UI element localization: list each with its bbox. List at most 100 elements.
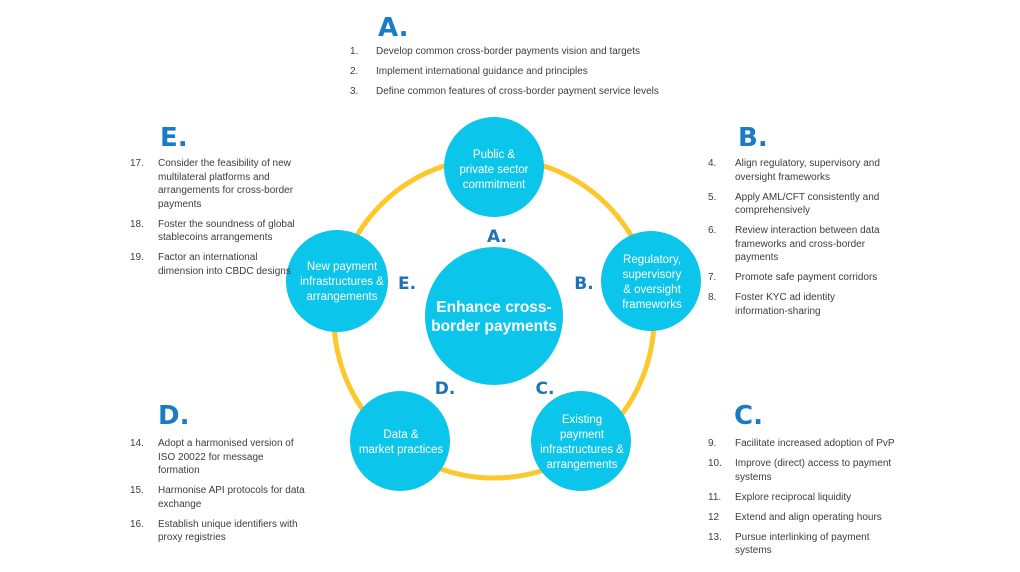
node-a-line: commitment	[463, 179, 526, 191]
node-c-letter: C.	[536, 379, 555, 399]
node-a-line: Public &	[473, 149, 516, 161]
item-number: 17.	[130, 158, 144, 169]
item-text: Pursue interlinking of payment systems	[735, 531, 870, 557]
item-text: Implement international guidance and pri…	[376, 66, 588, 77]
center-line-1: Enhance cross-	[436, 299, 551, 316]
item-text: Foster the soundness of global stablecoi…	[158, 218, 295, 244]
center-node-circle	[425, 247, 563, 385]
item-text: Adopt a harmonised version of ISO 20022 …	[158, 438, 294, 476]
node-e-line: arrangements	[307, 291, 378, 303]
item-number: 9.	[708, 438, 717, 449]
node-e-line: infrastructures &	[300, 276, 384, 288]
list-item: 17. Consider the feasibility of new mult…	[130, 157, 295, 211]
node-d: Data & market practices D.	[350, 379, 455, 491]
item-number: 15.	[130, 485, 144, 496]
item-text: Factor an international dimension into C…	[158, 252, 291, 277]
list-item: 4. Align regulatory, supervisory and ove…	[708, 157, 888, 184]
node-e-line: New payment	[307, 261, 378, 273]
node-e-letter: E.	[398, 274, 416, 294]
item-text: Facilitate increased adoption of PvP	[735, 438, 895, 449]
list-item: 13. Pursue interlinking of payment syste…	[708, 531, 898, 558]
node-c-line: payment	[560, 429, 605, 441]
panel-e-heading: E.	[160, 123, 188, 153]
node-b-line: & oversight	[623, 284, 681, 296]
list-item: 9. Facilitate increased adoption of PvP	[708, 437, 898, 451]
list-item: 2. Implement international guidance and …	[350, 65, 670, 79]
item-text: Consider the feasibility of new multilat…	[158, 158, 294, 210]
node-b-line: supervisory	[623, 269, 682, 281]
item-number: 3.	[350, 86, 359, 97]
list-item: 16. Establish unique identifiers with pr…	[130, 518, 305, 545]
panel-a-heading: A.	[378, 13, 409, 43]
item-number: 8.	[708, 292, 717, 303]
node-c-line: arrangements	[547, 459, 618, 471]
node-c-line: Existing	[562, 414, 602, 426]
node-b-line: Regulatory,	[623, 254, 681, 266]
node-b-line: frameworks	[622, 299, 682, 311]
item-number: 6.	[708, 225, 717, 236]
item-text: Promote safe payment corridors	[735, 272, 878, 283]
item-number: 2.	[350, 66, 359, 77]
item-text: Improve (direct) access to payment syste…	[735, 458, 892, 483]
list-item: 7. Promote safe payment corridors	[708, 271, 888, 285]
list-item: 15. Harmonise API protocols for data exc…	[130, 484, 305, 511]
node-e-circle	[286, 230, 388, 332]
panel-a: A. 1. Develop common cross-border paymen…	[350, 15, 670, 105]
list-item: 5. Apply AML/CFT consistently and compre…	[708, 191, 888, 218]
node-d-circle	[350, 391, 450, 491]
item-number: 4.	[708, 158, 717, 169]
list-item: 8. Foster KYC ad identity information-sh…	[708, 291, 888, 318]
item-text: Apply AML/CFT consistently and comprehen…	[735, 191, 880, 217]
item-text: Explore reciprocal liquidity	[735, 491, 852, 503]
item-text: Foster KYC ad identity information-shari…	[735, 292, 836, 317]
panel-b: B. 4. Align regulatory, supervisory and …	[708, 125, 888, 325]
list-item: 19. Factor an international dimension in…	[130, 251, 295, 278]
panel-c: C. 9. Facilitate increased adoption of P…	[708, 403, 898, 564]
item-number: 18.	[130, 218, 144, 230]
node-b-letter: B.	[574, 274, 593, 294]
node-c-circle	[531, 391, 631, 491]
node-a-letter: A.	[487, 227, 507, 247]
item-number: 1.	[350, 46, 359, 57]
node-c: Existing payment infrastructures & arran…	[531, 379, 631, 491]
list-item: 14. Adopt a harmonised version of ISO 20…	[130, 437, 305, 478]
item-text: Align regulatory, supervisory and oversi…	[735, 158, 880, 183]
item-number: 7.	[708, 272, 717, 283]
item-number: 14.	[130, 438, 144, 449]
item-text: Harmonise API protocols for data exchang…	[158, 485, 305, 510]
item-text: Define common features of cross-border p…	[376, 86, 659, 97]
node-a-circle	[444, 117, 544, 217]
item-number: 13.	[708, 531, 722, 543]
item-number: 12	[708, 511, 720, 523]
list-item: 12 Extend and align operating hours	[708, 511, 898, 525]
node-b-circle	[601, 231, 701, 331]
item-number: 19.	[130, 252, 144, 263]
node-d-line: market practices	[359, 444, 444, 456]
item-number: 5.	[708, 191, 717, 203]
node-c-line: infrastructures &	[540, 444, 624, 456]
center-node: Enhance cross- border payments	[425, 247, 563, 385]
list-item: 18. Foster the soundness of global stabl…	[130, 218, 295, 245]
panel-e: E. 17. Consider the feasibility of new m…	[130, 125, 295, 285]
panel-d: D. 14. Adopt a harmonised version of ISO…	[130, 403, 305, 551]
panel-c-heading: C.	[734, 401, 763, 431]
item-number: 11.	[708, 491, 722, 503]
node-e: New payment infrastructures & arrangemen…	[286, 230, 416, 332]
panel-d-heading: D.	[158, 401, 190, 431]
panel-b-heading: B.	[738, 123, 768, 153]
item-number: 16.	[130, 518, 144, 530]
list-item: 10. Improve (direct) access to payment s…	[708, 457, 898, 484]
node-b: Regulatory, supervisory & oversight fram…	[574, 231, 701, 331]
item-text: Review interaction between data framewor…	[735, 225, 880, 263]
center-line-2: border payments	[431, 318, 557, 335]
node-a-line: private sector	[459, 164, 528, 176]
node-a: Public & private sector commitment A.	[444, 117, 544, 247]
item-text: Extend and align operating hours	[735, 511, 882, 523]
node-d-letter: D.	[435, 379, 456, 399]
list-item: 1. Develop common cross-border payments …	[350, 45, 670, 59]
list-item: 6. Review interaction between data frame…	[708, 224, 888, 265]
list-item: 3. Define common features of cross-borde…	[350, 85, 670, 99]
item-text: Establish unique identifiers with proxy …	[158, 518, 298, 544]
item-text: Develop common cross-border payments vis…	[376, 46, 641, 57]
